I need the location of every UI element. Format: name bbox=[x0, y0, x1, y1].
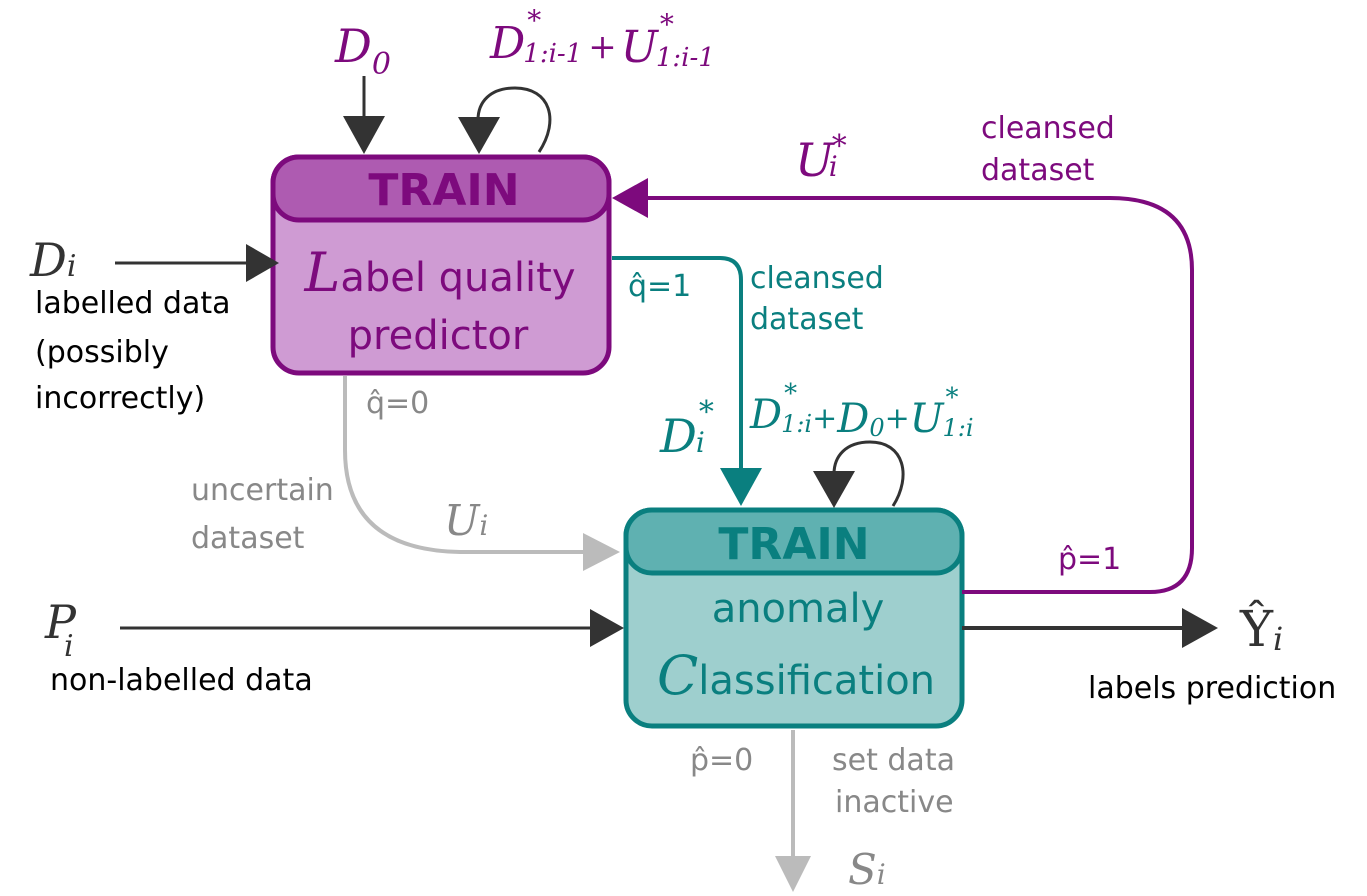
cleansed-arrowhead bbox=[720, 468, 762, 506]
label-quality-train-title: TRAIN bbox=[368, 165, 519, 216]
cleansed-path: q̂=1 cleansed dataset D*i D*1:i+D0+U*1:i bbox=[612, 256, 974, 508]
q-hat-0-label: q̂=0 bbox=[366, 386, 429, 421]
si-label: Si bbox=[848, 845, 886, 894]
di-label: Di bbox=[29, 233, 77, 287]
label-quality-title-line1: Label quality bbox=[303, 241, 575, 304]
q-hat-1-label: q̂=1 bbox=[628, 269, 691, 304]
history-mid-label: D*1:i+D0+U*1:i bbox=[749, 379, 974, 442]
label-quality-initial: L bbox=[303, 241, 340, 304]
uncertain-dataset-text: uncertain dataset bbox=[191, 473, 343, 556]
uncertain-path: q̂=0 uncertain dataset Ui bbox=[191, 376, 620, 571]
pi-input: Pi non-labelled data bbox=[44, 595, 624, 698]
feedback-arrowhead bbox=[612, 178, 648, 218]
cleansed-line bbox=[612, 256, 743, 470]
classification-title-line1: anomaly bbox=[712, 586, 885, 632]
y-hat-label: Ŷi bbox=[1239, 599, 1283, 658]
uncertain-arrowhead bbox=[583, 533, 620, 571]
ui-label: Ui bbox=[444, 496, 488, 545]
history-mid-arrowhead bbox=[813, 471, 855, 508]
di-input: Di labelled data (possibly incorrectly) bbox=[29, 233, 279, 416]
uncertain-line bbox=[343, 376, 585, 554]
history-top-input: D*1:i-1+U*1:i-1 bbox=[458, 4, 715, 154]
di-arrowhead bbox=[246, 244, 279, 282]
p-hat-0-label: p̂=0 bbox=[690, 743, 753, 778]
d0-arrowhead bbox=[343, 116, 385, 154]
history-top-label: D*1:i-1+U*1:i-1 bbox=[489, 4, 715, 73]
output: Ŷi labels prediction bbox=[962, 599, 1336, 706]
labelled-data-text: labelled data (possibly incorrectly) bbox=[35, 286, 240, 416]
anomaly-classification-box: TRAIN anomaly Classification bbox=[623, 507, 965, 729]
feedback-loop: U*i cleansed dataset p̂=1 bbox=[612, 111, 1194, 594]
feedback-line bbox=[648, 196, 1194, 594]
pi-arrowhead bbox=[590, 609, 624, 647]
set-data-inactive-text: set data inactive bbox=[832, 743, 965, 820]
cleansed-dataset-top: cleansed dataset bbox=[981, 111, 1124, 188]
p-hat-1-label: p̂=1 bbox=[1058, 542, 1121, 577]
label-quality-predictor-box: TRAIN Label quality predictor bbox=[270, 154, 612, 376]
ui-star-label: U*i bbox=[795, 129, 847, 187]
classification-box-header bbox=[623, 507, 965, 576]
labels-prediction-text: labels prediction bbox=[1088, 671, 1336, 706]
label-quality-line1-rest: abel quality bbox=[340, 255, 575, 301]
history-mid-loop bbox=[832, 440, 905, 507]
classification-initial: C bbox=[657, 644, 698, 707]
classification-train-title: TRAIN bbox=[718, 519, 869, 570]
history-top-loop bbox=[476, 86, 552, 153]
pi-label: Pi bbox=[44, 595, 77, 664]
d0-label: D0 bbox=[334, 19, 391, 82]
classification-title-line2: Classification bbox=[657, 644, 935, 707]
inactive-arrowhead bbox=[775, 856, 811, 892]
non-labelled-data-text: non-labelled data bbox=[50, 663, 313, 698]
classification-line2-rest: lassification bbox=[698, 658, 935, 704]
output-arrowhead bbox=[1182, 608, 1218, 648]
d0-input: D0 bbox=[334, 19, 391, 154]
label-quality-box-header bbox=[270, 154, 612, 223]
di-star-label: D*i bbox=[659, 395, 714, 463]
label-quality-title-line2: predictor bbox=[348, 313, 529, 359]
history-top-arrowhead bbox=[458, 117, 500, 154]
inactive-path: p̂=0 set data inactive Si bbox=[690, 730, 965, 894]
cleansed-dataset-mid: cleansed dataset bbox=[750, 261, 893, 337]
